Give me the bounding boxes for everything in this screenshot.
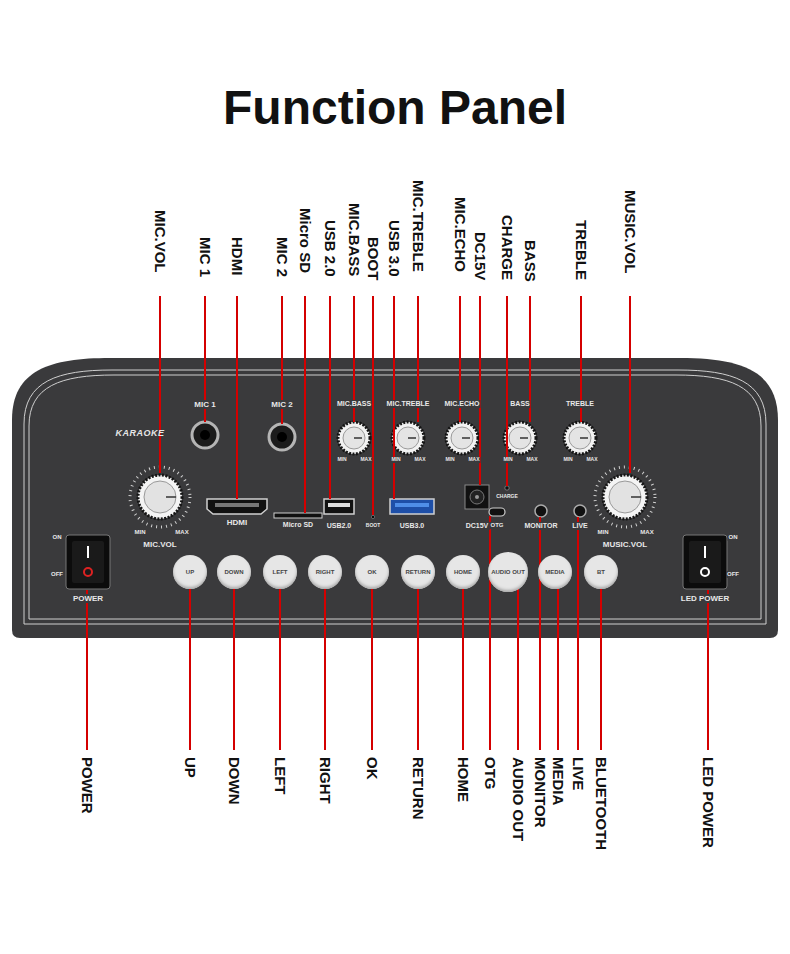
panel-marking: MIC.BASS	[336, 400, 372, 408]
round-button: RIGHT	[308, 555, 342, 589]
panel-marking: DC15V	[465, 522, 490, 530]
callout-label: MIC 2	[273, 237, 291, 277]
callout-label: MIC.BASS	[345, 203, 363, 276]
panel-marking: MAX	[585, 457, 598, 463]
panel-marking: USB3.0	[399, 522, 426, 530]
callout-label: BASS	[521, 240, 539, 282]
panel-marking: MAX	[174, 529, 189, 536]
panel-marking: MIN	[444, 457, 455, 463]
button-label: MEDIA	[545, 569, 564, 576]
callout-label: BLUETOOTH	[592, 757, 610, 850]
callout-label: HDMI	[228, 237, 246, 275]
button-label: BT	[597, 569, 605, 576]
callout-label: MIC.VOL	[151, 210, 169, 273]
panel-marking: MIN	[597, 529, 610, 536]
button-label: LEFT	[273, 569, 288, 576]
panel-marking: OTG	[490, 522, 505, 529]
panel-marking: BASS	[509, 400, 530, 408]
button-label: AUDIO OUT	[491, 569, 525, 576]
callout-label: RETURN	[409, 757, 427, 820]
callout-label: MUSIC.VOL	[621, 190, 639, 273]
callout-label: Micro SD	[296, 208, 314, 273]
panel-marking: MAX	[413, 457, 426, 463]
panel-marking: MIN	[134, 529, 147, 536]
panel-marking: LED POWER	[680, 594, 730, 603]
round-button: BT	[584, 555, 618, 589]
panel-marking: MAX	[525, 457, 538, 463]
panel-marking: MIN	[502, 457, 513, 463]
button-label: DOWN	[225, 569, 244, 576]
round-button: UP	[173, 555, 207, 589]
panel-marking: OFF	[726, 571, 740, 578]
callout-label: MIC 1	[196, 237, 214, 277]
panel-marking: MIC 2	[270, 400, 293, 409]
round-button: HOME	[446, 555, 480, 589]
panel-marking: MIC.TREBLE	[386, 400, 431, 408]
callout-label: DC15V	[471, 232, 489, 280]
round-button: DOWN	[217, 555, 251, 589]
panel-marking: MIC.ECHO	[444, 400, 481, 408]
panel-marking: MIN	[562, 457, 573, 463]
callout-label: MONITOR	[531, 757, 549, 828]
callout-label: LIVE	[569, 757, 587, 790]
callout-label: OK	[363, 757, 381, 780]
callout-label: HOME	[454, 757, 472, 802]
button-label: UP	[186, 569, 194, 576]
panel-marking: CHARGE	[495, 494, 519, 500]
callout-label: LEFT	[271, 757, 289, 795]
callout-label: MIC.TREBLE	[409, 180, 427, 272]
callout-label: DOWN	[225, 757, 243, 805]
panel-marking: MAX	[467, 457, 480, 463]
button-label: HOME	[454, 569, 472, 576]
panel-marking: OFF	[50, 571, 64, 578]
button-label: RIGHT	[316, 569, 335, 576]
callout-label: MIC.ECHO	[451, 197, 469, 272]
panel-marking: MIC 1	[193, 400, 216, 409]
round-button: AUDIO OUT	[488, 552, 528, 592]
callout-label: OTG	[481, 757, 499, 790]
round-button: OK	[355, 555, 389, 589]
panel-marking: USB2.0	[326, 522, 353, 530]
round-button: MEDIA	[538, 555, 572, 589]
callout-label: LED POWER	[699, 757, 717, 848]
panel-marking: TREBLE	[565, 400, 595, 408]
panel-marking: MONITOR	[524, 522, 559, 530]
callout-label: AUDIO OUT	[509, 757, 527, 841]
panel-marking: MUSIC.VOL	[602, 540, 648, 549]
panel-marking: HDMI	[226, 518, 248, 527]
panel-marking: MAX	[639, 529, 654, 536]
callout-label: RIGHT	[316, 757, 334, 804]
panel-marking: MIC.VOL	[142, 540, 177, 549]
panel-marking: MIN	[390, 457, 401, 463]
title: Function Panel	[0, 80, 790, 136]
callout-label: TREBLE	[572, 220, 590, 280]
callout-label: MEDIA	[549, 757, 567, 805]
panel-marking: Micro SD	[282, 521, 314, 529]
button-label: OK	[368, 569, 377, 576]
callout-label: USB 2.0	[321, 220, 339, 277]
panel-marking: ON	[728, 534, 739, 541]
panel-marking: LIVE	[571, 522, 589, 530]
panel-marking: BOOT	[365, 523, 381, 529]
callout-label: CHARGE	[498, 215, 516, 280]
button-label: RETURN	[406, 569, 431, 576]
callout-label: USB 3.0	[385, 220, 403, 277]
callout-label: BOOT	[364, 237, 382, 280]
panel-marking: POWER	[72, 594, 104, 603]
panel-marking: MAX	[359, 457, 372, 463]
brand-logo: KARAOKE	[115, 428, 164, 438]
panel-marking: ON	[52, 534, 63, 541]
callout-label: POWER	[78, 757, 96, 814]
callout-label: UP	[181, 757, 199, 778]
panel-marking: MIN	[336, 457, 347, 463]
round-button: LEFT	[263, 555, 297, 589]
round-button: RETURN	[401, 555, 435, 589]
